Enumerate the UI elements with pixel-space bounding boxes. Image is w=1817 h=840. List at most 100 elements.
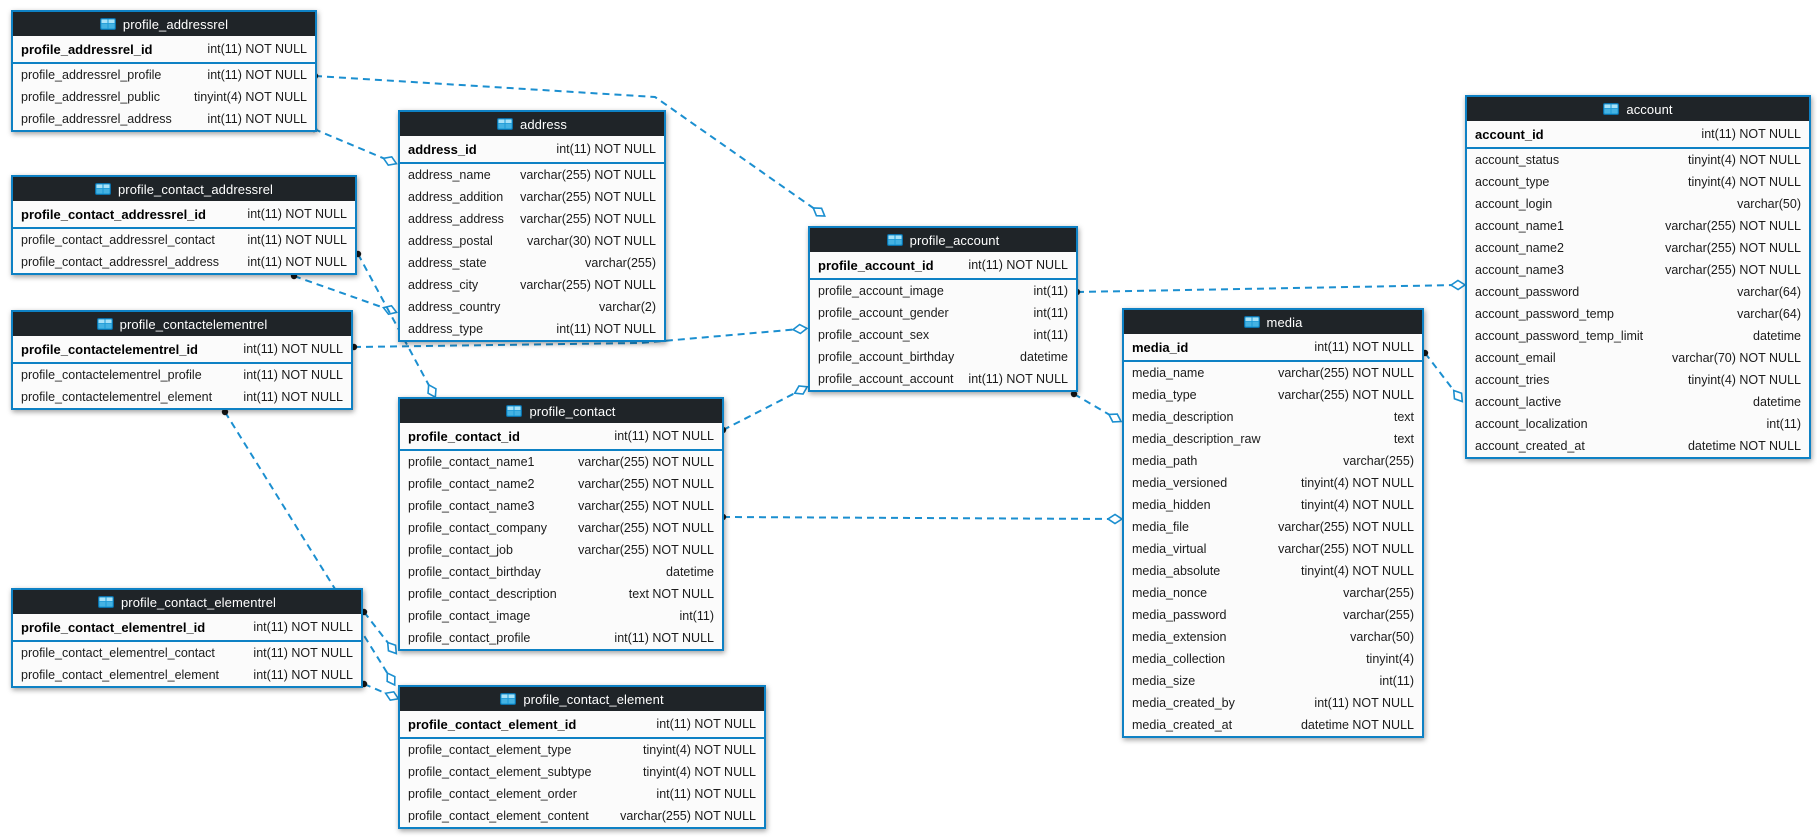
column-type: tinyint(4) NOT NULL bbox=[194, 90, 307, 104]
column-name: profile_contact_company bbox=[408, 521, 547, 535]
primary-key-type: int(11) NOT NULL bbox=[1314, 340, 1414, 354]
column-type: varchar(255) NOT NULL bbox=[520, 212, 656, 226]
table-header[interactable]: profile_addressrel bbox=[13, 12, 315, 36]
primary-key-name: account_id bbox=[1475, 126, 1544, 142]
primary-key-type: int(11) NOT NULL bbox=[968, 258, 1068, 272]
table-card-account[interactable]: account account_id int(11) NOT NULL acco… bbox=[1465, 95, 1811, 459]
relationship-profile_account-to-account[interactable] bbox=[1076, 284, 1459, 293]
table-card-media[interactable]: media media_id int(11) NOT NULL media_na… bbox=[1122, 308, 1424, 738]
column-type: varchar(255) NOT NULL bbox=[1665, 241, 1801, 255]
column-name: profile_contact_birthday bbox=[408, 565, 541, 579]
table-card-profile_contact_addressrel[interactable]: profile_contact_addressrel profile_conta… bbox=[11, 175, 357, 275]
table-card-profile_contact[interactable]: profile_contact profile_contact_id int(1… bbox=[398, 397, 724, 651]
table-card-profile_contactelementrel[interactable]: profile_contactelementrel profile_contac… bbox=[11, 310, 353, 410]
table-icon bbox=[1603, 103, 1620, 115]
relationship-dot-marker bbox=[221, 408, 229, 416]
relationship-media-to-account[interactable] bbox=[1424, 352, 1459, 397]
column-type: int(11) NOT NULL bbox=[968, 372, 1068, 386]
relationship-profile_contactelementrel-to-profile_contact_element[interactable] bbox=[224, 411, 392, 680]
table-icon bbox=[99, 18, 116, 30]
relationship-diamond-marker bbox=[1106, 513, 1124, 525]
relationship-diamond-marker bbox=[793, 385, 809, 395]
column-type: int(11) NOT NULL bbox=[207, 112, 307, 126]
table-card-profile_contact_element[interactable]: profile_contact_element profile_contact_… bbox=[398, 685, 766, 829]
primary-key-row: address_id int(11) NOT NULL bbox=[400, 136, 664, 164]
primary-key-type: int(11) NOT NULL bbox=[614, 429, 714, 443]
table-icon bbox=[500, 693, 517, 705]
relationship-profile_contact_addressrel-to-address[interactable] bbox=[293, 275, 391, 311]
column-name: profile_account_account bbox=[818, 372, 954, 386]
table-header[interactable]: account bbox=[1467, 97, 1809, 121]
column-type: varchar(30) NOT NULL bbox=[527, 234, 656, 248]
table-icon bbox=[1243, 316, 1260, 328]
table-header[interactable]: media bbox=[1124, 310, 1422, 334]
primary-key-row: profile_addressrel_id int(11) NOT NULL bbox=[13, 36, 315, 64]
column-type: datetime bbox=[1020, 350, 1068, 364]
table-title: profile_contact_addressrel bbox=[117, 181, 274, 197]
column-type: varchar(255) NOT NULL bbox=[578, 499, 714, 513]
column-name: account_password bbox=[1475, 285, 1580, 299]
table-header[interactable]: profile_contact_element bbox=[400, 687, 764, 711]
relationship-profile_contact_addressrel-to-profile_contact[interactable] bbox=[357, 253, 433, 392]
table-card-profile_account[interactable]: profile_account profile_account_id int(1… bbox=[808, 226, 1078, 392]
table-header[interactable]: profile_contact_elementrel bbox=[13, 590, 361, 614]
column-name: media_description_raw bbox=[1132, 432, 1261, 446]
table-title: profile_addressrel bbox=[122, 16, 229, 32]
column-name: address_state bbox=[408, 256, 487, 270]
column-name: profile_contact_element_content bbox=[408, 809, 589, 823]
primary-key-type: int(11) NOT NULL bbox=[1701, 127, 1801, 141]
table-card-profile_addressrel[interactable]: profile_addressrel profile_addressrel_id… bbox=[11, 10, 317, 132]
relationship-profile_addressrel-to-address[interactable] bbox=[313, 128, 391, 162]
column-type: int(11) NOT NULL bbox=[656, 787, 756, 801]
column-type: tinyint(4) bbox=[1366, 652, 1414, 666]
column-name: profile_account_gender bbox=[818, 306, 949, 320]
column-type: varchar(255) NOT NULL bbox=[578, 521, 714, 535]
relationship-profile_addressrel-to-profile_account[interactable] bbox=[314, 75, 820, 213]
column-name: media_file bbox=[1132, 520, 1189, 534]
table-title: address bbox=[520, 116, 567, 132]
table-header[interactable]: profile_account bbox=[810, 228, 1076, 252]
table-icon bbox=[96, 318, 113, 330]
table-card-profile_contact_elementrel[interactable]: profile_contact_elementrel profile_conta… bbox=[11, 588, 363, 688]
primary-key-row: profile_contact_id int(11) NOT NULL bbox=[400, 423, 722, 451]
table-header[interactable]: profile_contact bbox=[400, 399, 722, 423]
column-name: profile_contactelementrel_element bbox=[21, 390, 213, 404]
table-header[interactable]: profile_contact_addressrel bbox=[13, 177, 355, 201]
column-type: varchar(255) bbox=[1343, 586, 1414, 600]
column-type: int(11) bbox=[1766, 417, 1801, 431]
column-type: datetime bbox=[1753, 395, 1801, 409]
column-type: int(11) NOT NULL bbox=[253, 668, 353, 682]
table-icon bbox=[97, 596, 114, 608]
column-type: varchar(255) NOT NULL bbox=[520, 190, 656, 204]
column-type: int(11) NOT NULL bbox=[243, 390, 343, 404]
column-name: profile_addressrel_public bbox=[21, 90, 160, 104]
column-type: varchar(255) NOT NULL bbox=[520, 278, 656, 292]
relationship-profile_contact-to-profile_account[interactable] bbox=[722, 389, 802, 431]
table-header[interactable]: profile_contactelementrel bbox=[13, 312, 351, 336]
table-header[interactable]: address bbox=[400, 112, 664, 136]
table-icon bbox=[886, 234, 903, 246]
primary-key-row: account_id int(11) NOT NULL bbox=[1467, 121, 1809, 149]
relationship-profile_contact-to-media[interactable] bbox=[722, 516, 1116, 520]
table-card-address[interactable]: address address_id int(11) NOT NULL addr… bbox=[398, 110, 666, 342]
column-name: profile_account_sex bbox=[818, 328, 930, 342]
